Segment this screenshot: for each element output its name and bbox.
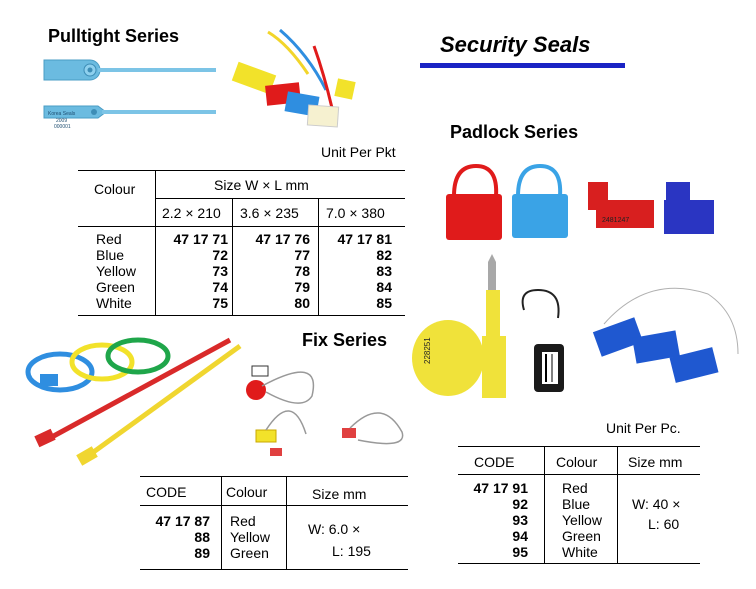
- code-cell: 74: [212, 279, 228, 295]
- code-cell: 80: [294, 295, 310, 311]
- code-cell: 73: [212, 263, 228, 279]
- table-rule: [155, 170, 156, 316]
- code-cell: 78: [294, 263, 310, 279]
- code-cell: 92: [512, 496, 528, 512]
- table-rule: [286, 476, 287, 570]
- pulltight-table: Colour Size W × L mm 2.2 × 210 3.6 × 235…: [78, 170, 405, 316]
- seal-label-2: 2009: [56, 118, 67, 124]
- colour-header: Colour: [556, 454, 598, 470]
- colour-white: White: [96, 295, 132, 311]
- table-rule: [458, 563, 700, 564]
- table-rule: [318, 198, 319, 316]
- size-col-2: 3.6 × 235: [240, 205, 299, 221]
- code-cell: 93: [512, 512, 528, 528]
- size-length: L: 195: [332, 543, 371, 559]
- code-cell: 88: [194, 529, 210, 545]
- colour-red: Red: [562, 480, 588, 496]
- table-rule: [617, 446, 618, 564]
- padlock-table: CODE Colour Size mm 47 17 91 92 93 94 95…: [458, 446, 700, 564]
- code-cell: 72: [212, 247, 228, 263]
- code-cell: 85: [376, 295, 392, 311]
- page-title: Security Seals: [440, 32, 591, 57]
- table-rule: [544, 446, 545, 564]
- fix-series-title: Fix Series: [302, 330, 388, 350]
- table-rule: [232, 198, 233, 316]
- code-cell: 82: [376, 247, 392, 263]
- colour-header: Colour: [94, 181, 136, 197]
- table-rule: [78, 315, 405, 316]
- colour-yellow: Yellow: [230, 529, 270, 545]
- size-width: W: 40 ×: [632, 496, 681, 512]
- bolt-serial: 228251: [423, 337, 432, 364]
- code-cell: 89: [194, 545, 210, 561]
- pulltight-series-title: Pulltight Series: [48, 26, 180, 46]
- table-rule: [140, 569, 408, 570]
- size-header: Size W × L mm: [214, 177, 309, 193]
- table-rule: [458, 446, 700, 447]
- padlock-seal-image: 2481247: [446, 163, 714, 240]
- size-col-3: 7.0 × 380: [326, 205, 385, 221]
- fix-cable-seal-image: [246, 365, 404, 456]
- colour-red: Red: [96, 231, 122, 247]
- code-cell: 75: [212, 295, 228, 311]
- svg-text:2481247: 2481247: [602, 217, 629, 224]
- colour-green: Green: [230, 545, 269, 561]
- colour-yellow: Yellow: [96, 263, 136, 279]
- code-cell: 47 17 81: [337, 231, 393, 247]
- padlock-series-title: Padlock Series: [450, 122, 579, 142]
- table-rule: [458, 474, 700, 475]
- code-cell: 79: [294, 279, 310, 295]
- seal-label-3: 000001: [54, 124, 71, 130]
- table-rule: [221, 476, 222, 570]
- code-cell: 94: [512, 528, 528, 544]
- padlock-unit-label: Unit Per Pc.: [606, 420, 681, 436]
- colour-green: Green: [96, 279, 135, 295]
- pulltight-colour-seals-image: [231, 28, 356, 128]
- code-header: CODE: [474, 454, 515, 470]
- colour-yellow: Yellow: [562, 512, 602, 528]
- code-cell: 84: [376, 279, 392, 295]
- padlock-bolt-seal-image: 228251: [412, 254, 739, 398]
- code-header: CODE: [146, 484, 187, 500]
- colour-header: Colour: [226, 484, 268, 500]
- table-rule: [156, 198, 405, 199]
- pulltight-seal-image: Korea Seals 2009 000001: [43, 59, 216, 130]
- size-width: W: 6.0 ×: [308, 521, 361, 537]
- code-cell: 47 17 76: [255, 231, 311, 247]
- table-rule: [78, 170, 405, 171]
- seal-label-1: Korea Seals: [48, 111, 76, 117]
- size-length: L: 60: [648, 516, 680, 532]
- colour-red: Red: [230, 513, 256, 529]
- colour-green: Green: [562, 528, 601, 544]
- title-underline: [420, 63, 625, 68]
- size-header: Size mm: [312, 486, 367, 502]
- table-rule: [78, 226, 405, 227]
- fix-seal-image: [25, 337, 242, 466]
- code-cell: 95: [512, 544, 528, 560]
- size-col-1: 2.2 × 210: [162, 205, 221, 221]
- code-cell: 47 17 91: [473, 480, 529, 496]
- table-rule: [140, 476, 408, 477]
- code-cell: 47 17 71: [173, 231, 229, 247]
- code-cell: 83: [376, 263, 392, 279]
- code-cell: 77: [294, 247, 310, 263]
- fix-table: CODE Colour Size mm 47 17 87 88 89 Red Y…: [140, 476, 408, 570]
- table-rule: [140, 505, 408, 506]
- size-header: Size mm: [628, 454, 683, 470]
- colour-blue: Blue: [562, 496, 591, 512]
- colour-white: White: [562, 544, 598, 560]
- code-cell: 47 17 87: [155, 513, 211, 529]
- pulltight-unit-label: Unit Per Pkt: [321, 144, 396, 160]
- colour-blue: Blue: [96, 247, 125, 263]
